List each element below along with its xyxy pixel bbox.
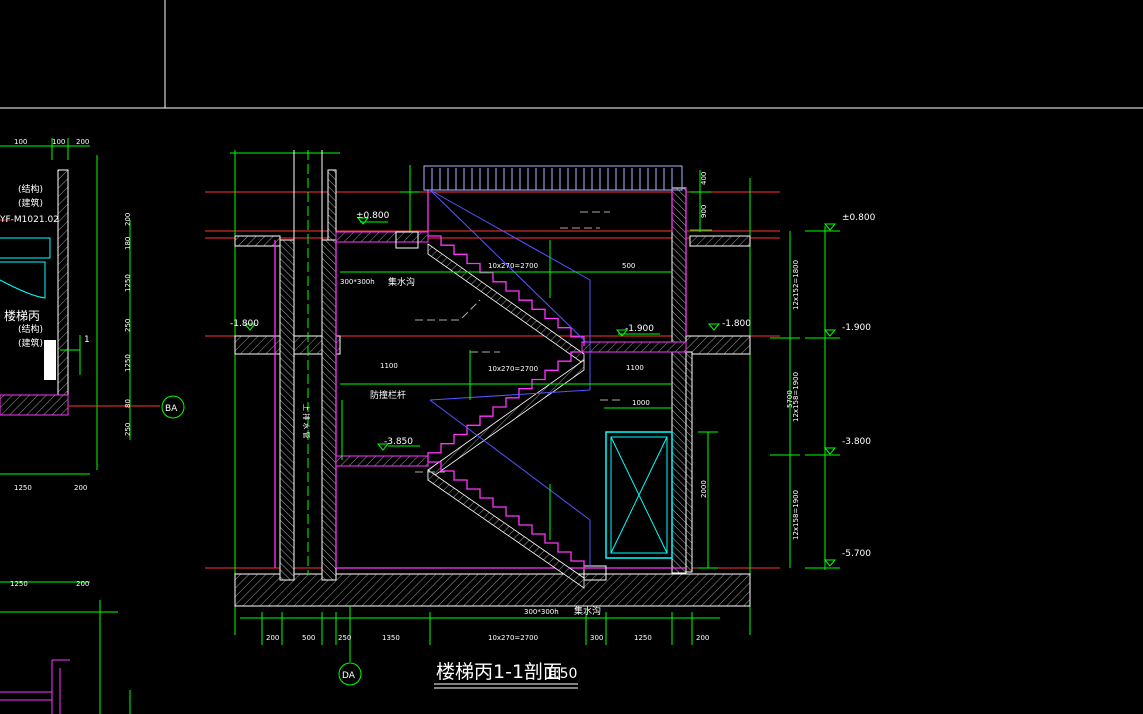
left-vdim-2: 180	[124, 237, 132, 250]
left-lower-dim-2: 200	[76, 580, 89, 588]
bottom-dim-3: 250	[338, 634, 351, 642]
drain-bottom-size: 300*300h	[524, 608, 559, 616]
bottom-dim-8: 200	[696, 634, 709, 642]
drain-bottom	[583, 565, 607, 581]
internal-dims	[340, 221, 672, 540]
bottom-dim-7: 1250	[634, 634, 652, 642]
left-vdim-3: 1250	[124, 274, 132, 292]
bottom-dim-4: 1350	[382, 634, 400, 642]
left-note-struct-2: (结构)	[18, 323, 43, 335]
level-symbols	[243, 217, 837, 567]
stair-slab	[427, 469, 585, 589]
level-low-far: -3.800	[842, 437, 871, 447]
right-vdim-1: 12x152=1800	[792, 260, 800, 310]
right-wall	[671, 187, 687, 574]
stair-steps	[427, 351, 584, 462]
foundation-slab	[234, 573, 751, 607]
door-width: 1000	[632, 399, 650, 407]
drain-top	[395, 231, 419, 249]
door-window	[605, 431, 673, 559]
door-height: 2000	[700, 480, 708, 498]
left-marker: 1	[84, 335, 90, 345]
top-right-dim-1: 400	[700, 172, 708, 185]
stair-dim-1: 10x270=2700	[488, 262, 538, 270]
level-low-inner: -3.850	[384, 437, 413, 447]
axis-marker-da[interactable]: DA	[338, 662, 362, 686]
top-right-dim-2: 900	[700, 205, 708, 218]
stair-steps	[428, 235, 585, 346]
left-plan-title: 楼梯丙	[4, 308, 40, 323]
bottom-dim-1: 200	[266, 634, 279, 642]
left-dim-1: 100	[14, 138, 27, 146]
left-vdim-4: 250	[124, 319, 132, 332]
left-vdim-6: 80	[124, 399, 132, 408]
pipe-label: 上 排 水 管	[302, 404, 311, 439]
right-mid-slab	[684, 335, 751, 355]
landing-dim-3: 1100	[626, 364, 644, 372]
construction-lines	[429, 189, 591, 568]
level-top-left: ±0.800	[356, 211, 390, 221]
left-note-build: (建筑)	[18, 197, 43, 209]
drain-bottom-text: 集水沟	[574, 605, 601, 617]
landing-dim-1: 500	[622, 262, 635, 270]
top-guardrail	[423, 165, 683, 191]
stair-flights	[427, 235, 585, 589]
bottom-dim-6: 300	[590, 634, 603, 642]
right-top-ground	[689, 235, 751, 247]
level-mid-inner: -1.900	[625, 324, 654, 334]
bottom-dim-ticks	[261, 606, 693, 662]
left-bottom-dim-1: 1250	[14, 484, 32, 492]
right-vdim-2: 12x158=1900	[792, 372, 800, 422]
bottom-dim-2: 500	[302, 634, 315, 642]
dimension-frame	[230, 150, 840, 635]
drain-top-size: 300*300h	[340, 278, 375, 286]
level-bottom-far: -5.700	[842, 549, 871, 559]
stair-slab	[427, 359, 585, 481]
retaining-wall-outer	[279, 239, 295, 581]
left-partial-plan[interactable]: 100 100 200 (结构) (建筑) YF-M1021.02 楼梯丙 (结…	[0, 138, 160, 714]
drawing-title-text: 楼梯丙1-1剖面	[436, 661, 562, 683]
right-total: 5700	[786, 390, 794, 408]
left-vdim-1: 200	[124, 213, 132, 226]
drain-top-text: 集水沟	[388, 276, 415, 288]
left-bottom-dim-2: 200	[74, 484, 87, 492]
left-top-ground	[234, 235, 281, 247]
drawing-scale: 1:50	[546, 666, 577, 682]
level-mid-right: -1.800	[722, 319, 751, 329]
waterproof-label: 防撞栏杆	[370, 389, 406, 401]
axis-ba-label: BA	[165, 404, 178, 414]
level-top-right: ±0.800	[842, 213, 876, 223]
left-note-build-2: (建筑)	[18, 337, 43, 349]
leader-lines	[415, 211, 620, 473]
stair-steps	[428, 461, 585, 570]
right-vdim-3: 12x158=1900	[792, 490, 800, 540]
axis-marker-ba[interactable]: BA	[161, 395, 185, 419]
stair-section[interactable]: ±0.800 -1.800 -1.900 -1.800 -3.850 ±0.80…	[205, 150, 876, 689]
left-lower-dim-1: 1250	[10, 580, 28, 588]
left-dim-3: 200	[76, 138, 89, 146]
landing-dim-2: 1100	[380, 362, 398, 370]
mid-landing	[581, 341, 687, 353]
low-landing	[335, 455, 429, 467]
left-note-struct: (结构)	[18, 183, 43, 195]
drawing-title: 楼梯丙1-1剖面 1:50	[434, 661, 578, 689]
level-mid-left: -1.800	[230, 319, 259, 329]
left-dim-2: 100	[52, 138, 65, 146]
level-mid-far: -1.900	[842, 323, 871, 333]
axis-da-label: DA	[342, 671, 356, 681]
left-vdim-7: 250	[124, 423, 132, 436]
top-landing	[335, 231, 429, 243]
title-block-frame	[0, 0, 1143, 109]
stair-dim-2: 10x270=2700	[488, 365, 538, 373]
left-vdim-5: 1250	[124, 354, 132, 372]
retaining-wall-inner	[321, 239, 337, 581]
bottom-dim-5: 10x270=2700	[488, 634, 538, 642]
left-ref: YF-M1021.02	[0, 215, 59, 225]
